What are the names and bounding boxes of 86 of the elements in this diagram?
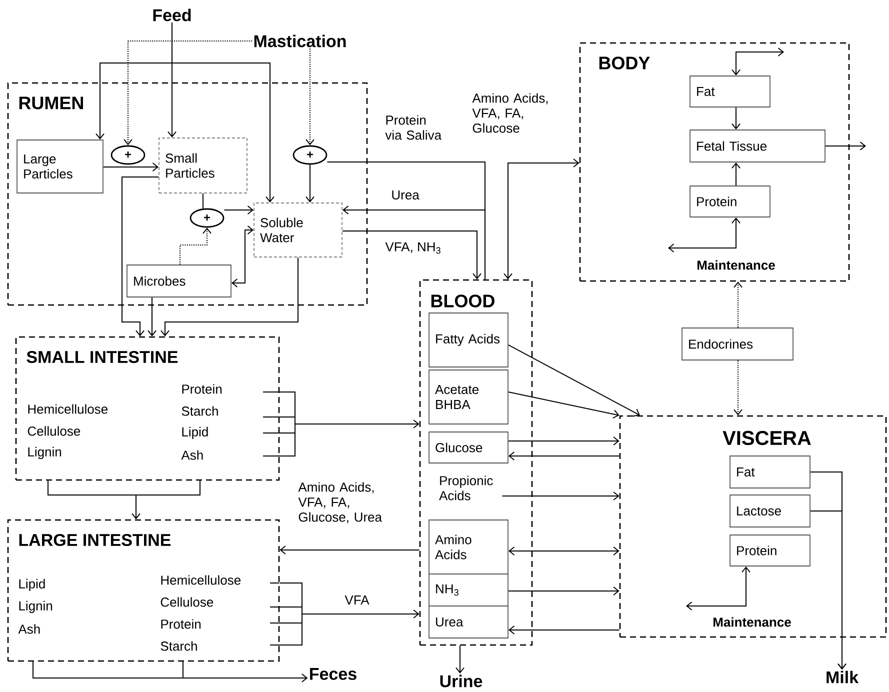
pool-box: Fatty Acids <box>428 312 508 368</box>
edge-label: Urea <box>390 189 420 201</box>
nutrient-label: Cellulose <box>160 597 214 607</box>
pool-box: Glucose <box>428 432 508 464</box>
nutrient-label: Lipid <box>182 426 208 440</box>
pool-box: Lactose <box>730 494 810 528</box>
dotted-arrow <box>180 228 212 266</box>
flow-label: Mastication <box>254 34 346 48</box>
arrow <box>224 206 254 214</box>
nutrient-label: Protein <box>161 619 201 629</box>
pool-box: Fat <box>730 456 810 488</box>
arrow <box>342 230 482 280</box>
arrow <box>172 22 274 203</box>
arrow <box>824 142 866 150</box>
arrow <box>668 217 740 252</box>
arrow <box>508 392 620 419</box>
dotted-arrow <box>306 48 314 146</box>
dotted-arrow <box>124 40 253 146</box>
arrow <box>262 392 420 456</box>
arrow <box>48 480 200 520</box>
arrow <box>102 162 159 172</box>
pool-box: Amino Acids <box>428 520 508 574</box>
arrow <box>456 645 464 674</box>
arrow <box>231 226 254 288</box>
arrow <box>508 586 620 596</box>
flow-label: Milk <box>826 670 859 684</box>
arrow <box>270 582 420 646</box>
arrow <box>810 510 846 670</box>
pool-box: Small Particles <box>158 138 248 194</box>
pool-box: Urea <box>428 606 508 638</box>
arrow <box>508 436 620 446</box>
nutrient-label: Lignin <box>28 446 62 460</box>
arrow <box>342 206 486 280</box>
flow-label: Feces <box>310 668 356 680</box>
pool-box: Endocrines <box>682 328 794 360</box>
arrow <box>686 566 750 610</box>
arrow <box>508 452 620 460</box>
arrow <box>306 164 314 203</box>
arrow <box>508 626 620 634</box>
nutrient-label: Hemicellulose <box>28 404 108 414</box>
arrow <box>122 176 160 336</box>
arrow <box>280 546 420 554</box>
dotted-arrow <box>734 282 742 328</box>
connector-line <box>202 192 204 209</box>
arrow <box>508 344 640 417</box>
metabolite-label: Propionic Acids <box>439 476 493 500</box>
nutrient-label: Lignin <box>19 600 52 614</box>
arrow <box>732 48 784 76</box>
nutrient-label: Lipid <box>19 578 45 592</box>
nutrient-label: Cellulose <box>28 426 80 436</box>
nutrient-label: Ash <box>181 450 203 460</box>
edge-label: Protein via Saliva <box>384 114 444 141</box>
pool-box: Microbes <box>126 264 232 298</box>
edge-label: VFA, NH$_{3}$ <box>384 241 442 255</box>
pool-box: Soluble Water <box>254 202 342 258</box>
arrow <box>148 296 156 336</box>
pool-box: Protein <box>730 534 810 566</box>
pool-box: Acetate BHBA <box>428 370 508 424</box>
pool-box: Fetal Tissue <box>690 130 826 162</box>
edge-label: Amino Acids, VFA, FA, Glucose, Urea <box>297 481 390 524</box>
arrow <box>32 660 308 682</box>
pool-box: NH$_{3}$ <box>428 574 508 606</box>
arrow <box>160 256 298 336</box>
arrow <box>504 158 580 280</box>
arrow <box>502 492 620 500</box>
edge-label: VFA <box>344 594 370 606</box>
dotted-arrow <box>734 360 742 416</box>
maintenance-label: Maintenance <box>714 617 791 627</box>
nutrient-label: Hemicellulose <box>161 575 241 585</box>
nutrient-label: Starch <box>182 406 218 416</box>
arrow <box>732 106 740 130</box>
flow-label: Feed <box>153 8 191 22</box>
nutrient-label: Ash <box>18 624 40 634</box>
sum-junction: + <box>292 145 328 165</box>
maintenance-label: Maintenance <box>698 260 775 270</box>
pool-box: Large Particles <box>16 140 104 194</box>
sum-junction: + <box>110 145 146 165</box>
arrow <box>732 162 740 186</box>
arrow <box>508 546 620 556</box>
nutrient-label: Protein <box>182 384 222 394</box>
nutrient-label: Starch <box>160 641 197 651</box>
flow-label: Urine <box>440 674 482 688</box>
sum-junction: + <box>190 208 224 228</box>
pool-box: Protein <box>690 186 770 218</box>
pool-box: Fat <box>690 76 770 108</box>
edge-label: Amino Acids, VFA, FA, Glucose <box>471 92 554 134</box>
